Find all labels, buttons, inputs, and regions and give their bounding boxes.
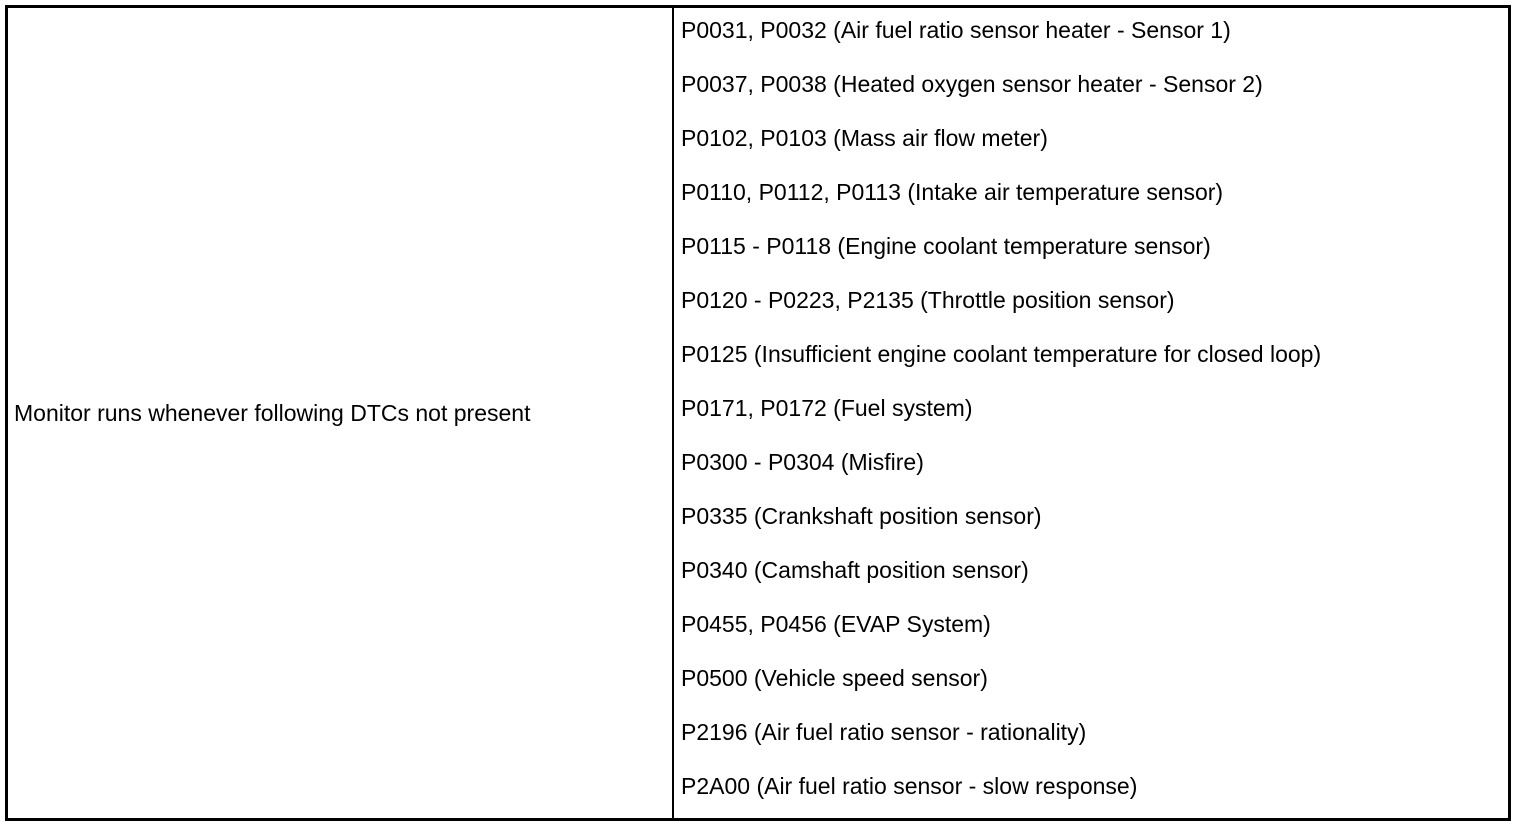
dtc-item: P0300 - P0304 (Misfire) [681,449,924,475]
dtc-item: P0037, P0038 (Heated oxygen sensor heate… [681,71,1263,97]
dtc-item: P2A00 (Air fuel ratio sensor - slow resp… [681,773,1138,799]
dtc-item: P0171, P0172 (Fuel system) [681,395,973,421]
dtc-item: P0120 - P0223, P2135 (Throttle position … [681,287,1175,313]
dtc-item: P0125 (Insufficient engine coolant tempe… [681,341,1322,367]
dtc-item: P0102, P0103 (Mass air flow meter) [681,125,1048,151]
dtc-item: P0115 - P0118 (Engine coolant temperatur… [681,233,1211,259]
dtc-item: P0340 (Camshaft position sensor) [681,557,1029,583]
dtc-item: P0031, P0032 (Air fuel ratio sensor heat… [681,17,1231,43]
dtc-item: P0335 (Crankshaft position sensor) [681,503,1042,529]
dtc-item: P0110, P0112, P0113 (Intake air temperat… [681,179,1224,205]
dtc-item: P2196 (Air fuel ratio sensor - rationali… [681,719,1087,745]
dtc-item: P0500 (Vehicle speed sensor) [681,665,988,691]
condition-cell: Monitor runs whenever following DTCs not… [8,8,674,818]
dtc-list-cell: P0031, P0032 (Air fuel ratio sensor heat… [674,8,1508,818]
condition-label: Monitor runs whenever following DTCs not… [14,399,531,426]
dtc-item: P0455, P0456 (EVAP System) [681,611,991,637]
dtc-condition-table: Monitor runs whenever following DTCs not… [5,5,1511,821]
